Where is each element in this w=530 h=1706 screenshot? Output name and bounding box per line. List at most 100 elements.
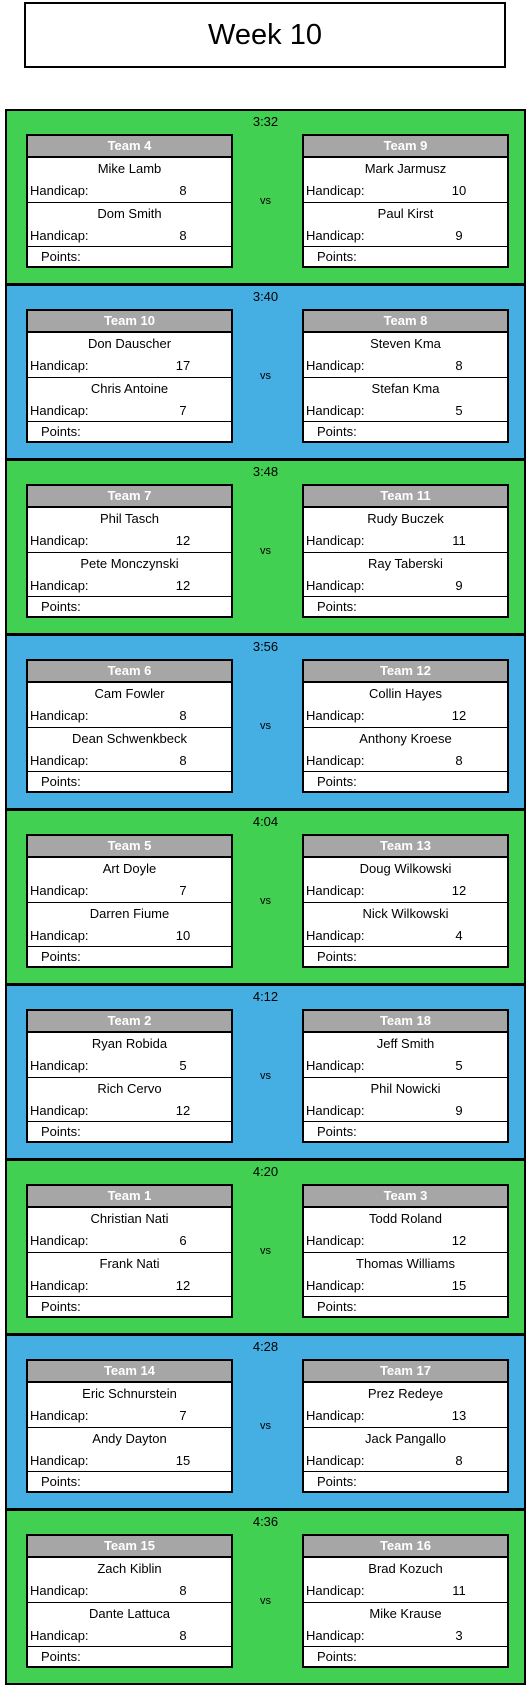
team-name: Team 13 (304, 836, 507, 858)
handicap-label: Handicap: (306, 403, 365, 418)
handicap-row: Handicap: 3 (304, 1625, 507, 1647)
vs-label: vs (260, 370, 271, 382)
vs-label: vs (260, 545, 271, 557)
match-block: 4:12 vs Team 2 Ryan Robida Handicap: 5 R… (5, 984, 526, 1160)
points-label: Points: (28, 771, 231, 791)
player-name: Dean Schwenkbeck (72, 731, 187, 746)
handicap-row: Handicap: 9 (304, 1100, 507, 1122)
points-label: Points: (304, 246, 507, 266)
team-name: Team 15 (28, 1536, 231, 1558)
team-card-right: Team 12 Collin Hayes Handicap: 12 Anthon… (302, 659, 509, 793)
vs-label: vs (260, 720, 271, 732)
player-name: Zach Kiblin (97, 1561, 162, 1576)
handicap-row: Handicap: 8 (304, 750, 507, 772)
vs-label: vs (260, 1245, 271, 1257)
match-time: 3:40 (252, 289, 279, 304)
handicap-label: Handicap: (30, 753, 89, 768)
vs-label: vs (260, 1420, 271, 1432)
points-label: Points: (304, 1471, 507, 1491)
team-name: Team 4 (28, 136, 231, 158)
player-name: Phil Tasch (99, 511, 159, 526)
match-block: 4:36 vs Team 15 Zach Kiblin Handicap: 8 … (5, 1509, 526, 1685)
points-label: Points: (304, 1296, 507, 1316)
player-name: Phil Nowicki (370, 1081, 441, 1096)
points-label: Points: (304, 1646, 507, 1666)
handicap-label: Handicap: (30, 1233, 89, 1248)
team-card-right: Team 11 Rudy Buczek Handicap: 11 Ray Tab… (302, 484, 509, 618)
team-card-right: Team 9 Mark Jarmusz Handicap: 10 Paul Ki… (302, 134, 509, 268)
player-name: Steven Kma (370, 336, 441, 351)
handicap-label: Handicap: (30, 578, 89, 593)
handicap-value: 10 (451, 183, 467, 198)
points-label: Points: (28, 1471, 231, 1491)
player-name: Don Dauscher (87, 336, 172, 351)
player-name: Paul Kirst (377, 206, 434, 221)
handicap-label: Handicap: (306, 1233, 365, 1248)
handicap-label: Handicap: (30, 1278, 89, 1293)
team-card-right: Team 8 Steven Kma Handicap: 8 Stefan Kma… (302, 309, 509, 443)
player-name: Chris Antoine (90, 381, 169, 396)
team-name: Team 10 (28, 311, 231, 333)
match-block: 3:56 vs Team 6 Cam Fowler Handicap: 8 De… (5, 634, 526, 810)
player-name: Jeff Smith (376, 1036, 435, 1051)
handicap-label: Handicap: (30, 533, 89, 548)
handicap-label: Handicap: (30, 358, 89, 373)
handicap-row: Handicap: 15 (28, 1450, 231, 1472)
handicap-value: 9 (455, 1103, 463, 1118)
handicap-label: Handicap: (306, 1103, 365, 1118)
match-block: 3:48 vs Team 7 Phil Tasch Handicap: 12 P… (5, 459, 526, 635)
team-name: Team 18 (304, 1011, 507, 1033)
team-card-left: Team 14 Eric Schnurstein Handicap: 7 And… (26, 1359, 233, 1493)
handicap-row: Handicap: 10 (28, 925, 231, 947)
match-time: 3:56 (252, 639, 279, 654)
handicap-row: Handicap: 9 (304, 575, 507, 597)
handicap-row: Handicap: 8 (28, 1625, 231, 1647)
team-card-left: Team 1 Christian Nati Handicap: 6 Frank … (26, 1184, 233, 1318)
player-name: Brad Kozuch (368, 1561, 443, 1576)
handicap-row: Handicap: 8 (28, 750, 231, 772)
handicap-value: 8 (179, 753, 187, 768)
handicap-label: Handicap: (306, 1583, 365, 1598)
handicap-label: Handicap: (306, 1408, 365, 1423)
team-card-left: Team 10 Don Dauscher Handicap: 17 Chris … (26, 309, 233, 443)
points-label: Points: (304, 1121, 507, 1141)
handicap-label: Handicap: (306, 1453, 365, 1468)
match-time: 4:28 (252, 1339, 279, 1354)
handicap-label: Handicap: (30, 708, 89, 723)
handicap-value: 8 (455, 1453, 463, 1468)
player-name: Anthony Kroese (359, 731, 452, 746)
handicap-label: Handicap: (30, 228, 89, 243)
match-time: 4:36 (252, 1514, 279, 1529)
team-name: Team 14 (28, 1361, 231, 1383)
handicap-value: 11 (452, 1583, 466, 1598)
handicap-row: Handicap: 13 (304, 1405, 507, 1428)
handicap-value: 12 (175, 533, 191, 548)
player-name: Rich Cervo (97, 1081, 162, 1096)
team-name: Team 7 (28, 486, 231, 508)
handicap-value: 11 (452, 533, 466, 548)
handicap-row: Handicap: 12 (28, 575, 231, 597)
match-block: 4:04 vs Team 5 Art Doyle Handicap: 7 Dar… (5, 809, 526, 985)
handicap-row: Handicap: 6 (28, 1230, 231, 1253)
handicap-label: Handicap: (306, 228, 365, 243)
handicap-label: Handicap: (30, 1453, 89, 1468)
team-name: Team 8 (304, 311, 507, 333)
handicap-value: 8 (179, 1628, 187, 1643)
player-name: Todd Roland (369, 1211, 442, 1226)
match-block: 3:40 vs Team 10 Don Dauscher Handicap: 1… (5, 284, 526, 460)
team-name: Team 1 (28, 1186, 231, 1208)
handicap-label: Handicap: (306, 578, 365, 593)
handicap-label: Handicap: (30, 183, 89, 198)
points-label: Points: (28, 1121, 231, 1141)
points-label: Points: (28, 421, 231, 441)
handicap-row: Handicap: 8 (28, 225, 231, 247)
team-name: Team 9 (304, 136, 507, 158)
handicap-label: Handicap: (30, 1058, 89, 1073)
handicap-value: 9 (455, 228, 463, 243)
handicap-label: Handicap: (30, 403, 89, 418)
team-card-left: Team 4 Mike Lamb Handicap: 8 Dom Smith H… (26, 134, 233, 268)
handicap-label: Handicap: (306, 1058, 365, 1073)
player-name: Prez Redeye (367, 1386, 444, 1401)
match-block: 3:32 vs Team 4 Mike Lamb Handicap: 8 Dom… (5, 109, 526, 285)
player-name: Dante Lattuca (89, 1606, 170, 1621)
